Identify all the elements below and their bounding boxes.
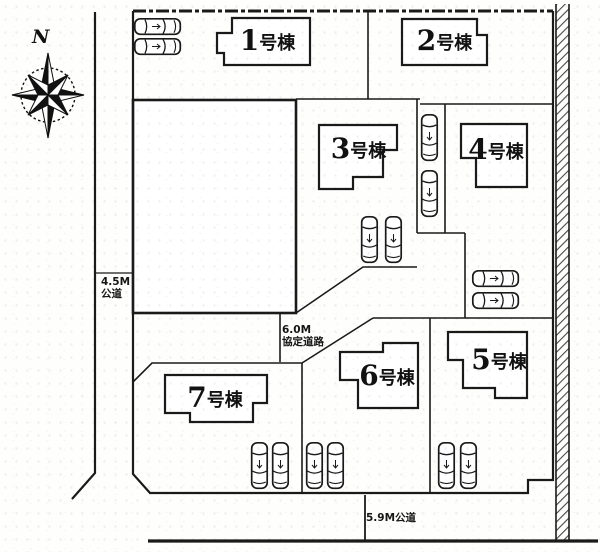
car-icon — [420, 169, 439, 218]
car-icon — [133, 17, 182, 36]
building-5-outline — [446, 330, 529, 400]
car-icon — [420, 113, 439, 162]
lot-boundaries — [132, 11, 553, 493]
car-icon — [360, 215, 379, 264]
car-icon — [471, 269, 520, 288]
agreement-road-label: 6.0M 協定道路 — [282, 324, 324, 349]
building-3-outline — [317, 123, 399, 191]
left-road-label: 4.5M 公道 — [101, 276, 131, 301]
driveway-lower-edge — [132, 317, 374, 383]
car-icon — [133, 37, 182, 56]
car-icon — [471, 291, 520, 310]
building-7-outline — [163, 373, 269, 424]
car-icon — [437, 441, 456, 490]
compass-north-label: N — [32, 26, 50, 48]
building-4-outline — [459, 122, 529, 189]
building-1-outline — [215, 16, 312, 67]
compass-rose-icon — [11, 52, 85, 139]
road-lines — [71, 12, 598, 543]
car-icon — [305, 441, 324, 490]
car-icon — [271, 441, 290, 490]
car-icon — [326, 441, 345, 490]
building-2-outline — [400, 17, 489, 67]
right-road-hatching — [555, 4, 570, 541]
driveway-upper-edge — [295, 266, 417, 314]
car-icon — [250, 441, 269, 490]
left-road-edge — [71, 12, 97, 500]
parcel-boundary — [131, 9, 555, 495]
building-footprints — [163, 16, 529, 424]
building-6-outline — [338, 341, 420, 410]
large-blank-building — [131, 98, 298, 315]
bottom-road-label: 5.9M公道 — [366, 512, 417, 524]
car-icon — [384, 215, 403, 264]
car-icon — [459, 441, 478, 490]
